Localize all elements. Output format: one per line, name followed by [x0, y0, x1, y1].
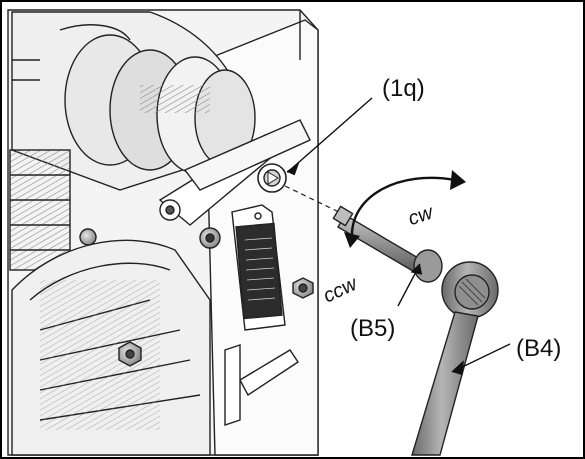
- leader-lines: [286, 97, 511, 376]
- rotation-arrow: [344, 170, 466, 248]
- label-1q: (1q): [382, 75, 425, 102]
- label-b4: (B4): [516, 335, 561, 362]
- wrench-tool: [332, 205, 499, 456]
- machine-body: [7, 9, 346, 456]
- label-b5: (B5): [350, 315, 395, 342]
